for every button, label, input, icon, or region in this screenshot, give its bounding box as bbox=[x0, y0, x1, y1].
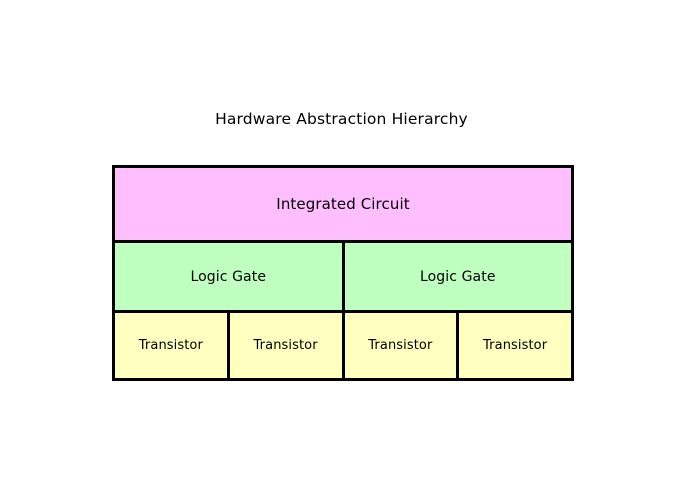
cell-transistor-1[interactable]: Transistor bbox=[115, 313, 227, 378]
cell-transistor-2[interactable]: Transistor bbox=[226, 313, 342, 378]
cell-transistor-4[interactable]: Transistor bbox=[456, 313, 571, 378]
tier-logic-gate: Logic Gate Logic Gate bbox=[115, 240, 571, 313]
cell-transistor-3[interactable]: Transistor bbox=[341, 313, 457, 378]
cell-integrated-circuit-1[interactable]: Integrated Circuit bbox=[115, 168, 571, 240]
tier-integrated-circuit: Integrated Circuit bbox=[115, 168, 571, 240]
hardware-abstraction-hierarchy: Integrated Circuit Logic Gate Logic Gate… bbox=[112, 165, 574, 381]
tier-transistor: Transistor Transistor Transistor Transis… bbox=[115, 313, 571, 378]
cell-logic-gate-1[interactable]: Logic Gate bbox=[115, 243, 342, 310]
cell-logic-gate-2[interactable]: Logic Gate bbox=[341, 243, 571, 310]
page-title: Hardware Abstraction Hierarchy bbox=[215, 110, 468, 128]
